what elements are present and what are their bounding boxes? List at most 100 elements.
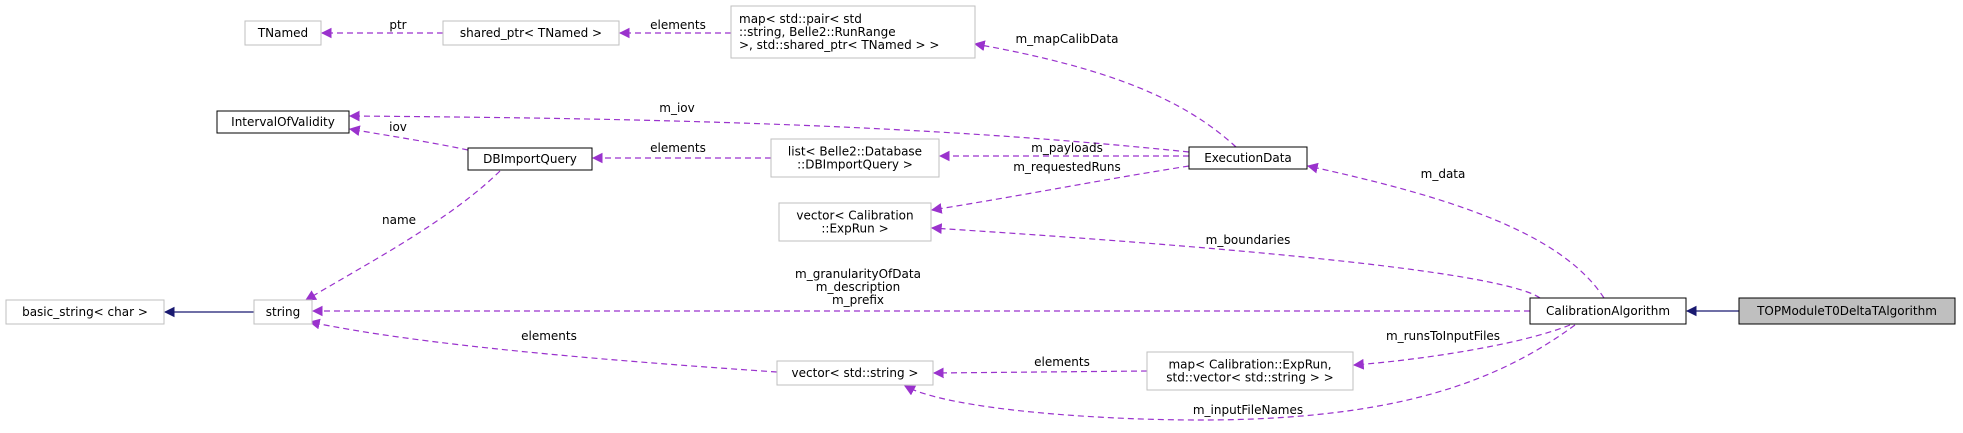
edge-m_boundaries: m_boundaries — [930, 223, 1541, 299]
edge-label-ptr: ptr — [389, 18, 406, 32]
edge-m_mapCalibData: m_mapCalibData — [973, 32, 1237, 148]
edge-line-m_runsToInputFiles — [1352, 324, 1571, 370]
node-label: basic_string< char > — [22, 305, 148, 319]
node-vector-exprun[interactable]: vector< Calibration::ExpRun > — [778, 202, 932, 242]
node-label: IntervalOfValidity — [231, 115, 335, 129]
node-box — [1188, 146, 1308, 170]
edge-line-elements-vecstr — [308, 318, 778, 373]
node-label: ::ExpRun > — [821, 222, 888, 236]
edge-label-m_boundaries: m_boundaries — [1206, 233, 1291, 247]
node-execution-data[interactable]: ExecutionData — [1188, 146, 1308, 170]
node-label: map< std::pair< std — [739, 12, 862, 26]
edge-iov: iov — [348, 120, 469, 151]
node-top-module-t0-delta-t-algorithm[interactable]: TOPModuleT0DeltaTAlgorithm — [1738, 297, 1956, 325]
edge-m_requestedRuns: m_requestedRuns — [930, 160, 1190, 214]
edge-elements-shared: elements — [618, 18, 731, 39]
edge-label-line: ptr — [389, 18, 406, 32]
edge-label-line: m_requestedRuns — [1013, 160, 1121, 174]
edge-label-line: m_description — [816, 280, 900, 294]
edge-label-line: iov — [389, 120, 407, 134]
node-box — [1146, 351, 1354, 391]
node-box — [5, 299, 165, 325]
edge-label-line: m_data — [1421, 167, 1466, 181]
node-label: >, std::shared_ptr< TNamed > > — [739, 38, 939, 52]
node-box — [730, 5, 976, 59]
edge-line-m_iov — [348, 110, 1190, 153]
edge-label-name: name — [382, 213, 416, 227]
edge-line-m_data — [1306, 162, 1605, 299]
edge-m_runsToInputFiles: m_runsToInputFiles — [1352, 324, 1571, 370]
edge-label-line: elements — [1034, 355, 1090, 369]
edge-label-line: m_runsToInputFiles — [1386, 329, 1500, 343]
node-box — [253, 299, 313, 325]
node-map-runs-to-input-files[interactable]: map< Calibration::ExpRun,std::vector< st… — [1146, 351, 1354, 391]
node-box — [1738, 297, 1956, 325]
node-db-import-query[interactable]: DBImportQuery — [467, 147, 593, 171]
edge-label-elements-dbq: elements — [650, 141, 706, 155]
edge-label-line: elements — [650, 18, 706, 32]
edge-name: name — [305, 170, 501, 301]
node-label: ::DBImportQuery > — [797, 158, 913, 172]
node-box — [778, 202, 932, 242]
node-label: vector< Calibration — [796, 209, 913, 223]
node-box — [770, 138, 940, 178]
node-label: shared_ptr< TNamed > — [460, 26, 602, 40]
edge-label-line: m_granularityOfData — [795, 267, 921, 281]
node-label: vector< std::string > — [792, 366, 919, 380]
edge-line-elements-maprun — [932, 367, 1148, 379]
node-box — [244, 20, 322, 46]
node-label: map< Calibration::ExpRun, — [1168, 358, 1331, 372]
edge-label-line: m_prefix — [832, 293, 884, 307]
node-label: list< Belle2::Database — [788, 145, 922, 159]
node-label: TNamed — [257, 26, 308, 40]
edge-label-elements-maprun: elements — [1034, 355, 1090, 369]
edge-label-line: m_inputFileNames — [1193, 403, 1303, 417]
edge-elements-vecstr: elements — [308, 318, 778, 373]
node-interval-of-validity[interactable]: IntervalOfValidity — [216, 110, 350, 134]
edge-label-m_iov: m_iov — [659, 101, 694, 115]
edge-line-m_inputFileNames — [904, 324, 1576, 421]
node-box — [216, 110, 350, 134]
node-string[interactable]: string — [253, 299, 313, 325]
edge-line-m_boundaries — [930, 223, 1541, 299]
edge-m_payloads: m_payloads — [938, 141, 1189, 162]
node-label: DBImportQuery — [483, 152, 577, 166]
edge-m_iov: m_iov — [348, 101, 1190, 153]
node-label: ::string, Belle2::RunRange — [739, 25, 896, 39]
node-box — [776, 360, 934, 386]
node-label: CalibrationAlgorithm — [1546, 304, 1670, 318]
node-label: TOPModuleT0DeltaTAlgorithm — [1756, 304, 1937, 318]
edge-label-line: m_payloads — [1031, 141, 1103, 155]
edge-line-iov — [348, 125, 469, 151]
edge-label-line: m_iov — [659, 101, 694, 115]
node-shared-ptr-tnamed[interactable]: shared_ptr< TNamed > — [442, 20, 620, 46]
node-box — [467, 147, 593, 171]
node-vector-string[interactable]: vector< std::string > — [776, 360, 934, 386]
edge-line-m_mapCalibData — [973, 40, 1237, 148]
edge-label-m_inputFileNames: m_inputFileNames — [1193, 403, 1303, 417]
edge-m_data: m_data — [1306, 162, 1605, 299]
edge-label-elements-vecstr: elements — [521, 329, 577, 343]
node-label: ExecutionData — [1204, 151, 1292, 165]
edge-label-m_mapCalibData: m_mapCalibData — [1015, 32, 1118, 46]
node-list-db-import-query[interactable]: list< Belle2::Database::DBImportQuery > — [770, 138, 940, 178]
edge-label-m_runsToInputFiles: m_runsToInputFiles — [1386, 329, 1500, 343]
node-calibration-algorithm[interactable]: CalibrationAlgorithm — [1529, 297, 1687, 325]
node-map-calib-data[interactable]: map< std::pair< std::string, Belle2::Run… — [730, 5, 976, 59]
edge-label-line: name — [382, 213, 416, 227]
edge-label-m_data: m_data — [1421, 167, 1466, 181]
edge-elements-maprun: elements — [932, 355, 1148, 379]
edge-label-line: elements — [650, 141, 706, 155]
edge-elements-dbq: elements — [591, 141, 771, 164]
edge-line-m_requestedRuns — [930, 165, 1190, 214]
edge-ptr: ptr — [320, 18, 443, 39]
node-basic-string[interactable]: basic_string< char > — [5, 299, 165, 325]
edge-label-line: m_boundaries — [1206, 233, 1291, 247]
node-box — [442, 20, 620, 46]
edge-m_inputFileNames: m_inputFileNames — [904, 324, 1576, 421]
node-label: string — [266, 305, 300, 319]
node-tnamed[interactable]: TNamed — [244, 20, 322, 46]
